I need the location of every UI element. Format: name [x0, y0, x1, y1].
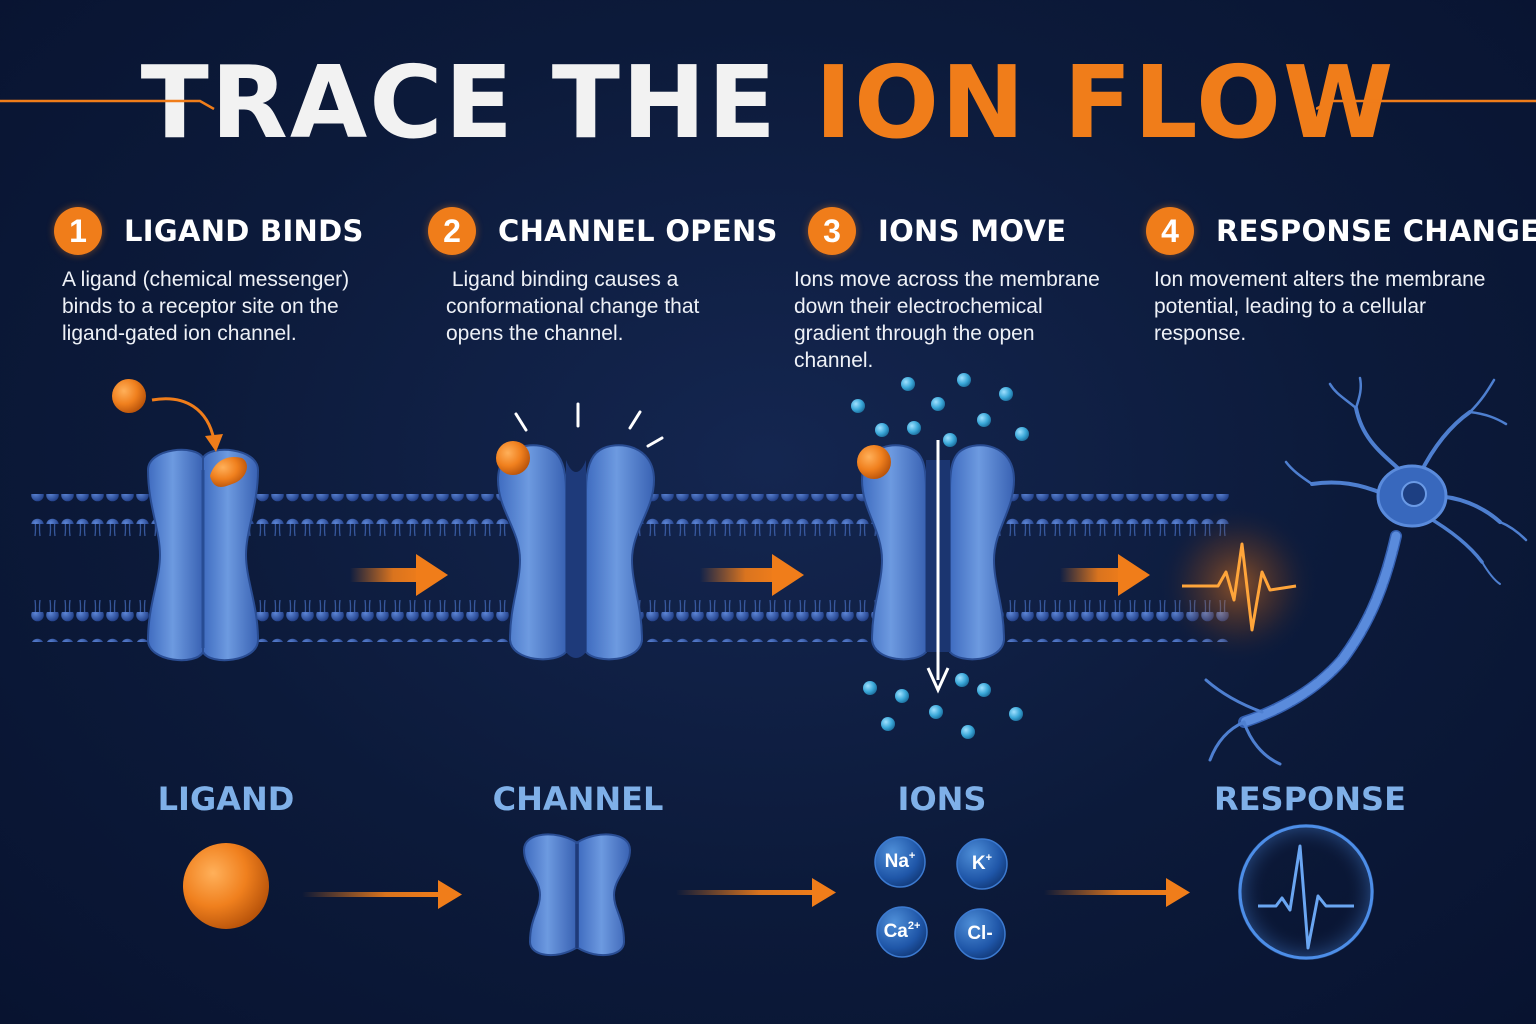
title-part-orange: ION FLOW: [814, 44, 1396, 161]
step-3-desc-line: Ions move across the membrane: [794, 268, 1100, 291]
ligand-sphere-icon: [496, 441, 530, 475]
ions-below: [863, 673, 1023, 739]
page-title: TRACE THE ION FLOW: [0, 28, 1536, 178]
ion-charge: +: [985, 852, 993, 864]
step-4-header: 4 RESPONSE CHANGES: [1146, 206, 1536, 256]
binding-arrow-head: [205, 434, 223, 452]
step-2-title: CHANNEL OPENS: [498, 214, 778, 248]
step-2-badge: 2: [428, 207, 476, 255]
step-1-desc-line: binds to a receptor site on the: [62, 295, 339, 318]
title-part-white: TRACE THE: [140, 44, 815, 161]
step-3-desc-line: channel.: [794, 349, 874, 372]
step-1-badge: 1: [54, 207, 102, 255]
step-3-desc-line: down their electrochemical: [794, 295, 1043, 318]
step-4-desc-line: potential, leading to a cellular: [1154, 295, 1427, 318]
ligand-sphere-icon: [112, 379, 146, 413]
step-1-desc-line: A ligand (chemical messenger): [62, 268, 350, 291]
ligand-sphere-icon: [183, 843, 269, 929]
arrow-right-icon: [1060, 554, 1150, 596]
neuron-nucleus: [1401, 481, 1427, 507]
response-circle: [1238, 824, 1374, 960]
ion-flow-arrow-head: [926, 667, 950, 694]
arrow-right-icon: [1044, 878, 1190, 907]
step-4-desc-line: response.: [1154, 322, 1247, 345]
ligand-sphere-icon: [857, 445, 891, 479]
arrow-right-icon: [676, 878, 836, 907]
title-decoration-right: [1316, 99, 1536, 110]
step-1-header: 1 LIGAND BINDS: [54, 206, 364, 256]
ion-charge: -: [986, 923, 993, 944]
ion-symbol: K: [971, 853, 986, 874]
ion-symbol: Na: [884, 851, 909, 872]
step-4-badge: 4: [1146, 207, 1194, 255]
step-1-title: LIGAND BINDS: [124, 214, 364, 248]
neuron-icon: [1204, 376, 1528, 766]
heartbeat-icon: [1258, 844, 1354, 950]
response-circle-glow: [1238, 824, 1374, 960]
step-1-description: A ligand (chemical messenger) binds to a …: [62, 266, 349, 347]
step-2-desc-line: opens the channel.: [446, 322, 624, 345]
step-2-description: Ligand binding causes a conformational ch…: [446, 266, 699, 347]
ion-channel-icon: [496, 444, 656, 661]
ions-above: [851, 373, 1029, 447]
step-2-desc-line: Ligand binding causes a: [446, 268, 679, 291]
step-3-desc-line: gradient through the open: [794, 322, 1035, 345]
activation-sparks: [514, 402, 664, 448]
step-1-desc-line: ligand-gated ion channel.: [62, 322, 297, 345]
step-2-desc-line: conformational change that: [446, 295, 700, 318]
legend-label-channel: CHANNEL: [492, 780, 664, 818]
ion-charge: 2+: [907, 920, 921, 932]
step-3-description: Ions move across the membrane down their …: [794, 266, 1100, 374]
ion-channel-icon: [146, 448, 260, 662]
legend-label-ligand: LIGAND: [157, 780, 295, 818]
ion-bubbles: [874, 836, 1008, 960]
step-2-header: 2 CHANNEL OPENS: [428, 206, 778, 256]
arrow-right-icon: [302, 880, 462, 909]
legend-label-ions: IONS: [897, 780, 987, 818]
ion-symbol: Ca: [883, 921, 908, 942]
heartbeat-icon: [1182, 542, 1297, 632]
step-4-desc-line: Ion movement alters the membrane: [1154, 268, 1486, 291]
binding-arrow-icon: [151, 397, 216, 441]
ion-symbol: Cl: [967, 923, 987, 944]
arrow-right-icon: [350, 554, 448, 596]
ion-potassium: K+: [957, 839, 1007, 889]
ion-charge: +: [908, 850, 916, 862]
arrow-right-icon: [700, 554, 804, 596]
ion-channel-icon: [522, 833, 632, 957]
ion-chloride: Cl-: [955, 909, 1005, 959]
step-3-badge: 3: [808, 207, 856, 255]
step-3-header: 3 IONS MOVE: [808, 206, 1066, 256]
response-glow: [1158, 504, 1318, 664]
step-4-description: Ion movement alters the membrane potentia…: [1154, 266, 1486, 347]
step-3-title: IONS MOVE: [878, 214, 1067, 248]
ion-sodium: Na+: [875, 837, 925, 887]
step-4-title: RESPONSE CHANGES: [1216, 214, 1536, 248]
legend-label-response: RESPONSE: [1214, 780, 1406, 818]
title-decoration-left: [0, 99, 215, 110]
